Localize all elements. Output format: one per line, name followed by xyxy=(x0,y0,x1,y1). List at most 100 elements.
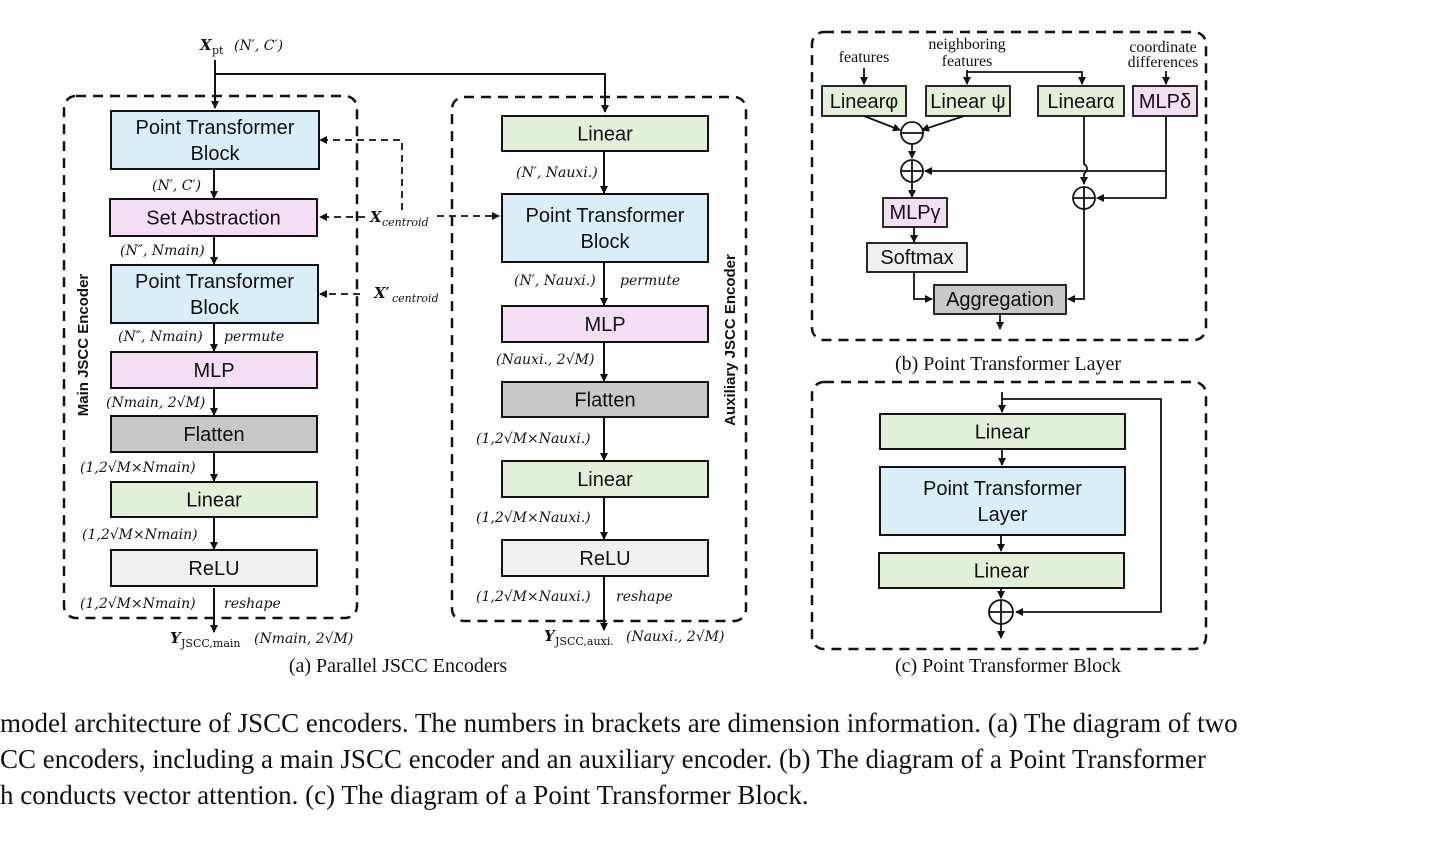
input-coord-label-1: coordinate xyxy=(1129,39,1197,56)
aux-dim-1: (N′, Nauxi.) xyxy=(516,165,598,181)
main-block-2 xyxy=(109,198,318,237)
centroid-to-ptb1 xyxy=(319,136,403,210)
main-dim-3: (N″, Nmain) xyxy=(118,329,203,345)
main-block-3 xyxy=(110,264,319,324)
aux-block-2-label-1: Point Transformer xyxy=(526,205,685,227)
input-coord-label-2: differences xyxy=(1128,54,1199,71)
ptb-block-1-label: Linear xyxy=(975,422,1031,444)
aux-dim-6: (1,2√M×Nauxi.) xyxy=(476,589,591,605)
main-block-1-label-2: Block xyxy=(191,143,241,165)
figure-caption-line-2: CC encoders, including a main JSCC encod… xyxy=(0,744,1206,774)
panel-a-caption: (a) Parallel JSCC Encoders xyxy=(289,655,507,677)
ptb-block-3-label: Linear xyxy=(974,561,1030,583)
input-sub: pt xyxy=(212,44,224,57)
centroid-label: X xyxy=(369,208,383,226)
aux-block-4 xyxy=(501,381,709,418)
residual-connection xyxy=(1002,398,1162,616)
linear-phi-block xyxy=(821,85,907,117)
neighbor-arrow-alpha xyxy=(967,71,1086,85)
panel-b-caption: (b) Point Transformer Layer xyxy=(895,353,1121,375)
phi-to-minus xyxy=(863,115,901,132)
aux-block-3-label: MLP xyxy=(584,314,625,336)
main-block-7 xyxy=(110,549,318,587)
softmax-to-aggregation xyxy=(913,272,933,303)
main-op-permute: permute xyxy=(224,329,284,345)
panel-b-container xyxy=(810,30,1208,342)
figure-caption-line-1: model architecture of JSCC encoders. The… xyxy=(0,708,1238,738)
main-block-4 xyxy=(110,351,318,389)
input-arrow-aux xyxy=(215,73,609,113)
main-output-dims: (Nmain, 2√M) xyxy=(254,631,353,647)
aux-op-reshape: reshape xyxy=(616,589,673,605)
aux-block-3 xyxy=(501,305,709,343)
aux-output-label: Y xyxy=(544,627,556,645)
aux-block-6-label: ReLU xyxy=(579,548,630,570)
aux-dim-4: (1,2√M×Nauxi.) xyxy=(476,431,591,447)
softmax-label: Softmax xyxy=(880,247,953,269)
main-dim-4: (Nmain, 2√M) xyxy=(106,395,205,411)
main-block-3-label-1: Point Transformer xyxy=(135,271,294,293)
mlp-gamma-block xyxy=(882,197,948,228)
aux-block-4-label: Flatten xyxy=(574,390,635,412)
panel-c-caption: (c) Point Transformer Block xyxy=(895,655,1121,677)
mlp-delta-label: MLPδ xyxy=(1139,91,1191,113)
aux-dim-5: (1,2√M×Nauxi.) xyxy=(476,510,591,526)
aux-block-6 xyxy=(501,539,709,577)
add2-to-aggregation xyxy=(1067,209,1085,303)
delta-to-add1 xyxy=(924,116,1167,175)
centroid2-label: X′ xyxy=(373,284,390,302)
aux-block-5-label: Linear xyxy=(577,469,633,491)
linear-psi-label: Linear ψ xyxy=(930,91,1005,113)
input-dims: (N′, C′) xyxy=(234,38,283,54)
ptb-block-2-label-1: Point Transformer xyxy=(923,478,1082,500)
main-output-sub: JSCC,main xyxy=(180,637,240,650)
aux-output-dims: (Nauxi., 2√M) xyxy=(626,629,724,645)
main-dim-2: (N″, Nmain) xyxy=(120,243,205,259)
aux-block-1-label: Linear xyxy=(577,124,633,146)
main-block-1 xyxy=(110,110,320,170)
linear-psi-block xyxy=(925,85,1011,117)
aux-encoder-title: Auxiliary JSCC Encoder xyxy=(722,254,739,426)
aux-output-sub: JSCC,auxi. xyxy=(554,635,614,648)
main-block-3-label-2: Block xyxy=(190,297,240,319)
main-encoder-container xyxy=(62,94,359,620)
aux-dim-2: (N′, Nauxi.) xyxy=(514,273,596,289)
aux-encoder-container xyxy=(450,95,748,623)
alpha-to-add2 xyxy=(1080,116,1088,185)
main-block-1-label-1: Point Transformer xyxy=(136,117,295,139)
softmax-block xyxy=(866,242,968,273)
mlp-delta-block xyxy=(1132,85,1198,117)
aggregation-block xyxy=(933,284,1067,315)
main-encoder-title: Main JSCC Encoder xyxy=(75,274,92,417)
main-dim-1: (N′, C′) xyxy=(152,178,201,194)
centroid2-sub: centroid xyxy=(392,292,439,305)
centroid-sub: centroid xyxy=(382,216,429,229)
aux-block-2-label-2: Block xyxy=(581,231,631,253)
input-neighboring-label-2: features xyxy=(942,53,993,70)
main-dim-6: (1,2√M×Nmain) xyxy=(82,527,198,543)
main-op-reshape: reshape xyxy=(224,596,281,612)
ptb-block-2 xyxy=(879,466,1126,536)
psi-to-minus xyxy=(921,115,965,132)
figure-caption-line-3: h conducts vector attention. (c) The dia… xyxy=(0,780,809,810)
main-dim-7: (1,2√M×Nmain) xyxy=(80,596,196,612)
mlp-gamma-label: MLPγ xyxy=(889,202,940,224)
delta-to-add2 xyxy=(1096,171,1167,202)
linear-phi-label: Linearφ xyxy=(830,91,899,113)
main-dim-5: (1,2√M×Nmain) xyxy=(80,460,196,476)
aux-op-permute: permute xyxy=(620,273,680,289)
main-block-5-label: Flatten xyxy=(183,424,244,446)
linear-alpha-label: Linearα xyxy=(1047,91,1114,113)
input-neighboring-label-1: neighboring xyxy=(928,36,1005,53)
panel-a-parallel-encoders: X pt (N′, C′) Main JSCC Encoder Auxiliar… xyxy=(62,36,748,677)
input-label: X xyxy=(199,36,213,54)
aggregation-label: Aggregation xyxy=(946,289,1054,311)
main-block-7-label: ReLU xyxy=(188,558,239,580)
aux-dim-3: (Nauxi., 2√M) xyxy=(496,352,594,368)
main-block-6-label: Linear xyxy=(186,490,242,512)
panel-b-point-transformer-layer: features neighboring features coordinate… xyxy=(810,30,1208,375)
